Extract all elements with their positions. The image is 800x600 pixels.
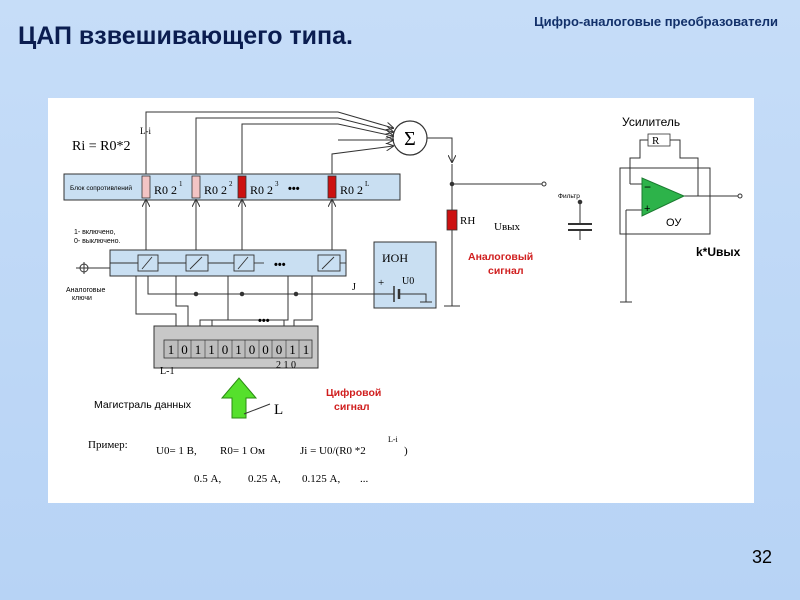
- resistor-3: [237, 175, 247, 199]
- register-bit: 1: [235, 342, 242, 357]
- output-voltage-label: Uвых: [494, 221, 521, 233]
- amplifier-wires: [620, 139, 743, 303]
- feedback-resistor-label: R: [652, 135, 660, 147]
- resistor-2: [191, 175, 201, 199]
- ion-plus-label: +: [378, 277, 384, 289]
- filter-label: Фильтр: [558, 193, 580, 200]
- switch-legend-off: 0- выключено.: [74, 238, 121, 245]
- switch-dots: •••: [274, 259, 286, 271]
- register-bit: 1: [168, 342, 175, 357]
- register-bit: 0: [181, 342, 188, 357]
- resistor-1-exp: 1: [179, 180, 183, 188]
- filter-capacitor: [568, 199, 592, 240]
- resistor-l: [327, 175, 337, 199]
- opamp-minus: −: [644, 180, 651, 194]
- analog-switches-label-2: ключи: [72, 295, 92, 302]
- register-lsb-labels: 2 1 0: [276, 360, 296, 371]
- switch-legend-on: 1- включено,: [74, 229, 116, 236]
- resistor-l-label: R0 2: [340, 183, 363, 197]
- slide-subtitle: Цифро-аналоговые преобразователи: [534, 14, 778, 29]
- opamp-symbol: [641, 177, 686, 217]
- register-bit: 0: [262, 342, 269, 357]
- bus-width-label: L: [274, 402, 283, 418]
- data-bus-label: Магистраль данных: [94, 399, 192, 411]
- page-number: 32: [751, 547, 772, 567]
- resistor-1: [141, 175, 151, 199]
- register-bit: 1: [303, 342, 310, 357]
- ground-symbol-icon: [76, 262, 110, 274]
- control-wires: [135, 276, 354, 330]
- register-msb-label: L-1: [160, 366, 174, 377]
- data-bus-arrow-icon: [220, 377, 258, 419]
- example-u0: U0= 1 В,: [156, 445, 197, 457]
- analog-switches-label-1: Аналоговые: [66, 287, 106, 294]
- analog-signal-label-1: Аналоговый: [468, 251, 533, 263]
- analog-signal-label-2: сигнал: [488, 265, 524, 277]
- example-r0: R0= 1 Ом: [220, 445, 265, 457]
- register-bit: 0: [249, 342, 256, 357]
- example-value-ellipsis: ...: [360, 473, 369, 485]
- register-bit: 0: [222, 342, 229, 357]
- bus-width-tick: [243, 403, 271, 415]
- digital-signal-label-2: сигнал: [334, 401, 370, 413]
- load-resistor: [446, 209, 458, 231]
- example-value-1: 0.5 А,: [194, 473, 221, 485]
- sum-input-wires: [145, 111, 452, 176]
- diagram-panel: Ri = R0*2 L-i Σ Блок сопротивлений R 0 2 …: [48, 98, 754, 503]
- example-formula-close: ): [404, 445, 408, 457]
- resistor-block: [63, 173, 401, 201]
- formula-r: Ri = R0*2: [72, 139, 130, 154]
- example-label: Пример:: [88, 439, 128, 451]
- opamp-plus: +: [644, 203, 650, 215]
- example-formula-exponent: L-i: [388, 435, 399, 444]
- analog-switches: [110, 254, 346, 272]
- example-value-2: 0.25 А,: [248, 473, 281, 485]
- register-bit: 0: [276, 342, 283, 357]
- reference-source-label: ИОН: [382, 251, 408, 265]
- digital-signal-label-1: Цифровой: [326, 387, 381, 399]
- example-formula: Ji = U0/(R0 *2: [300, 445, 366, 457]
- resistor-block-label: Блок сопротивлений: [70, 184, 132, 192]
- u0-label: U0: [402, 276, 414, 287]
- resistor-dots: •••: [288, 183, 300, 195]
- dac-circuit-diagram: Ri = R0*2 L-i Σ Блок сопротивлений R 0 2 …: [63, 111, 743, 485]
- resistor-2-exp: 2: [229, 180, 233, 188]
- current-j-label: J: [352, 282, 356, 293]
- resistor-l-exp: L: [365, 180, 369, 188]
- resistor-1-label: R0 2: [154, 183, 177, 197]
- amplifier-label: Усилитель: [622, 115, 680, 129]
- resistor-3-exp: 3: [275, 180, 279, 188]
- amplified-output-label: k*Uвых: [696, 245, 741, 259]
- register-bit: 1: [208, 342, 215, 357]
- amplifier-block: [619, 167, 711, 235]
- register-bit: 1: [195, 342, 202, 357]
- register-bits: 1 0 1 1 0 1 0 0 0 1 1: [163, 339, 313, 359]
- switch-resistor-wires: [146, 200, 332, 256]
- opamp-label: ОУ: [666, 217, 682, 229]
- slide-title: ЦАП взвешивающего типа.: [18, 22, 353, 50]
- resistor-3-label: R0 2: [250, 183, 273, 197]
- sum-symbol: Σ: [404, 128, 416, 150]
- load-resistor-label: RH: [460, 215, 475, 227]
- register-dots: •••: [258, 315, 270, 327]
- battery-icon: [354, 286, 432, 303]
- example-value-3: 0.125 А,: [302, 473, 340, 485]
- resistor-2-label: R0 2: [204, 183, 227, 197]
- register-bit: 1: [289, 342, 296, 357]
- output-wires: [444, 164, 547, 307]
